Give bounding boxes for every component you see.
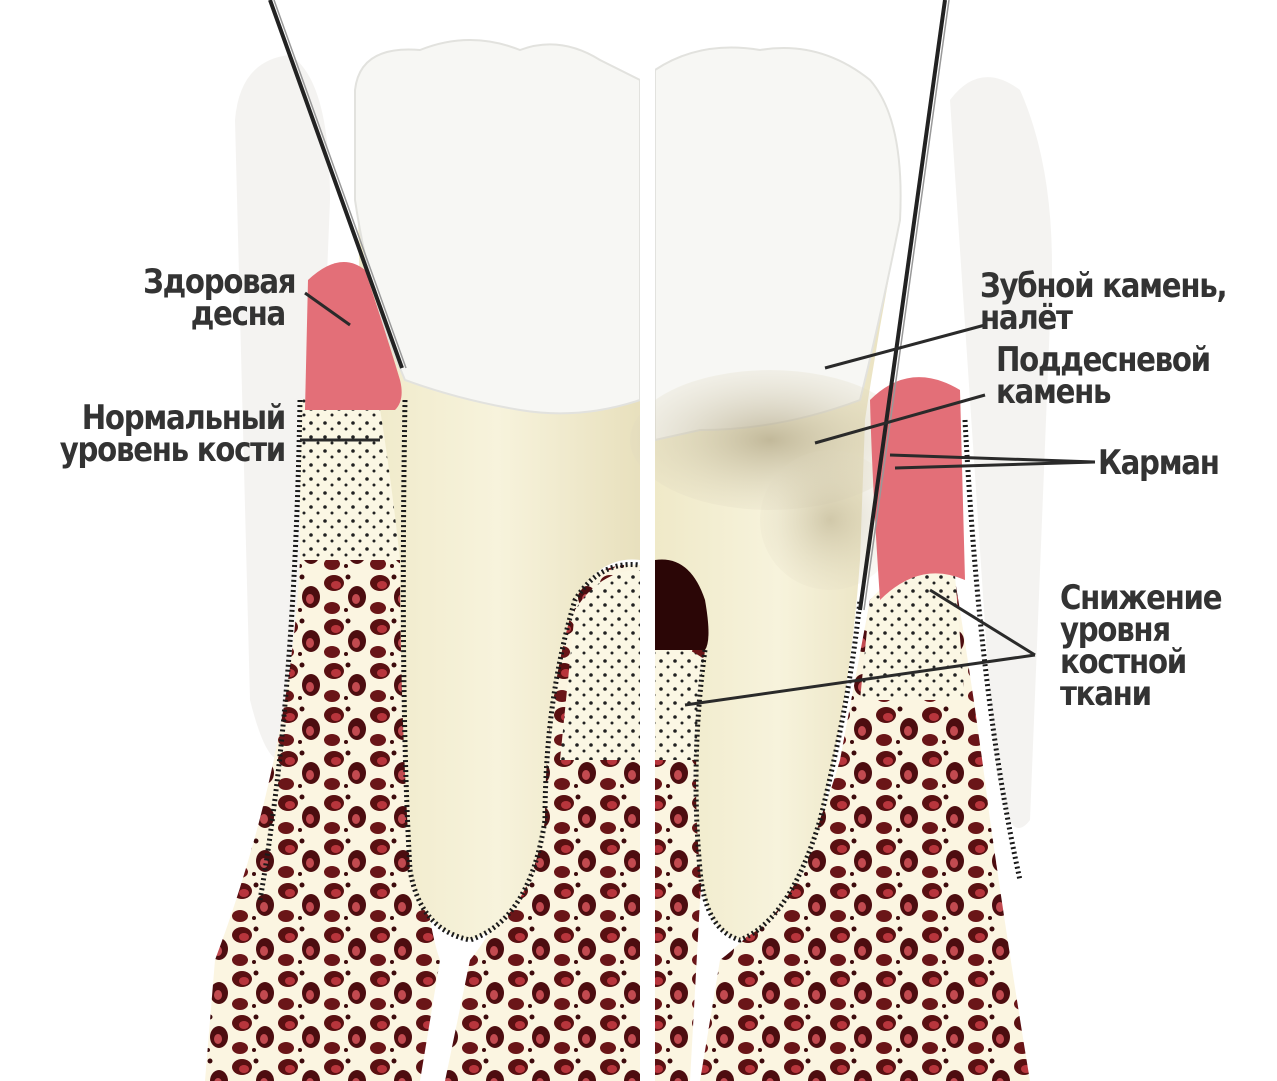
label-normal-bone-level: Нормальный уровень кости bbox=[49, 402, 286, 466]
label-bone-loss: Снижение уровня костной ткани bbox=[1060, 582, 1221, 710]
bone-crest-right bbox=[860, 571, 965, 700]
center-divider bbox=[640, 0, 655, 1081]
label-pocket: Карман bbox=[1098, 447, 1219, 479]
label-normal-bone-line2: уровень кости bbox=[49, 434, 286, 466]
label-healthy-gum: Здоровая десна bbox=[143, 266, 285, 330]
inflamed-gum bbox=[870, 377, 965, 600]
label-bone-loss-line4: ткани bbox=[1060, 678, 1221, 710]
label-subgingival-line2: камень bbox=[996, 376, 1210, 408]
label-tartar-line2: налёт bbox=[980, 302, 1226, 334]
label-subgingival-calculus: Поддесневой камень bbox=[996, 344, 1210, 408]
label-tartar-plaque: Зубной камень, налёт bbox=[980, 270, 1226, 334]
label-healthy-gum-line2: десна bbox=[143, 298, 285, 330]
label-pocket-line1: Карман bbox=[1098, 447, 1219, 479]
